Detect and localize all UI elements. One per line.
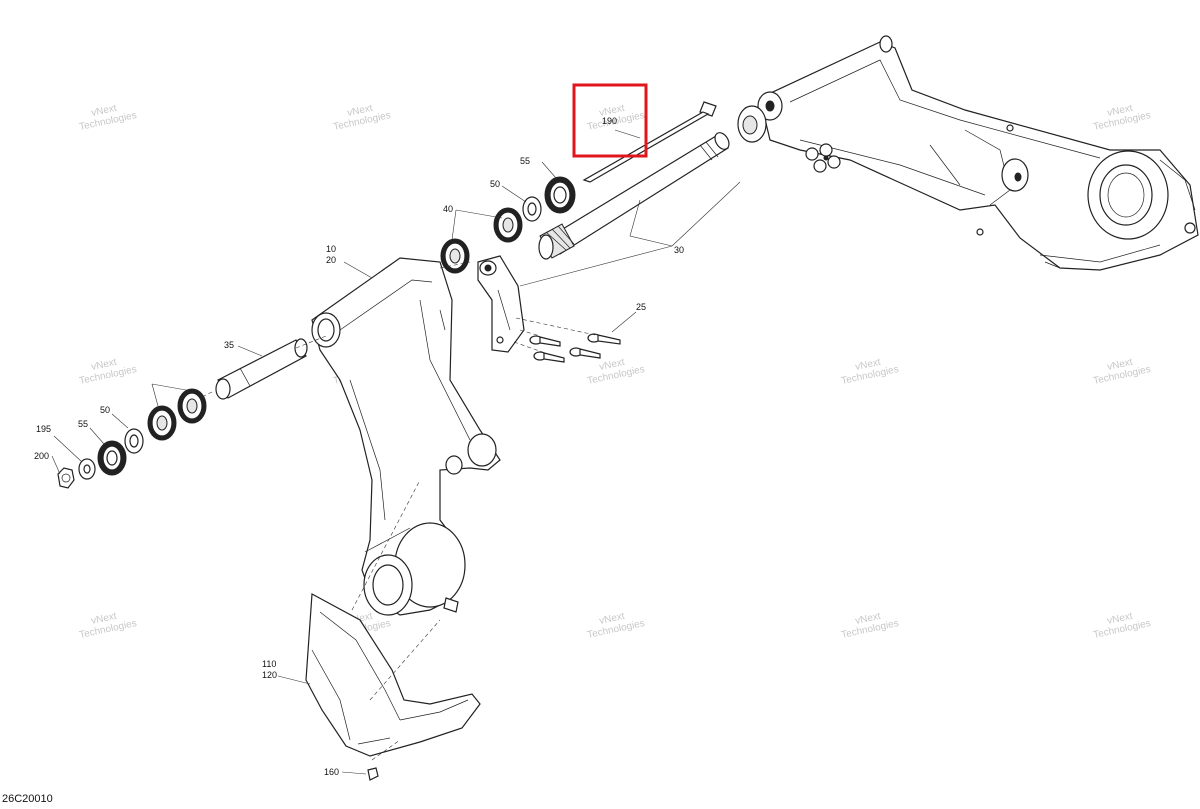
callout-35[interactable]: 35 bbox=[224, 340, 234, 350]
seal-55-upper[interactable] bbox=[544, 176, 576, 214]
watermark: vNext Technologies bbox=[332, 103, 391, 133]
callout-labels: 10 20 25 30 35 40 50 50 55 55 110 120 16… bbox=[34, 116, 684, 777]
svg-text:vNext: vNext bbox=[598, 611, 626, 627]
svg-text:vNext: vNext bbox=[1106, 103, 1134, 119]
screw-160[interactable] bbox=[367, 767, 379, 781]
callout-55-upper[interactable]: 55 bbox=[520, 156, 530, 166]
link-bracket[interactable] bbox=[477, 255, 525, 353]
diagram-code: 26C20010 bbox=[2, 793, 53, 805]
watermark: vNext Technologies bbox=[78, 611, 137, 641]
washer-50-lower[interactable] bbox=[124, 428, 144, 454]
callout-20[interactable]: 20 bbox=[326, 255, 336, 265]
svg-text:vNext: vNext bbox=[90, 103, 118, 119]
watermark: vNext Technologies bbox=[1092, 103, 1151, 133]
washer-195[interactable] bbox=[78, 458, 96, 480]
watermark: vNext Technologies bbox=[1092, 357, 1151, 387]
guard-110-120[interactable] bbox=[305, 593, 481, 757]
callout-200[interactable]: 200 bbox=[34, 451, 49, 461]
callout-10[interactable]: 10 bbox=[326, 244, 336, 254]
callout-50-lower[interactable]: 50 bbox=[100, 405, 110, 415]
shaft-35[interactable] bbox=[215, 338, 308, 400]
watermark: vNext Technologies bbox=[840, 357, 899, 387]
svg-text:vNext: vNext bbox=[598, 103, 626, 119]
svg-text:vNext: vNext bbox=[90, 357, 118, 373]
callout-25[interactable]: 25 bbox=[636, 302, 646, 312]
svg-text:vNext: vNext bbox=[598, 357, 626, 373]
callout-160[interactable]: 160 bbox=[324, 767, 339, 777]
seal-55-lower[interactable] bbox=[97, 440, 127, 476]
callout-120[interactable]: 120 bbox=[262, 670, 277, 680]
highlight-box bbox=[572, 83, 648, 158]
watermark: vNext Technologies bbox=[840, 611, 899, 641]
bearing-40-b[interactable] bbox=[440, 238, 470, 274]
assembled-trailing-arm[interactable] bbox=[737, 35, 1199, 271]
callout-195[interactable]: 195 bbox=[36, 424, 51, 434]
splined-shaft-30[interactable] bbox=[538, 130, 732, 260]
bolts-25[interactable] bbox=[529, 333, 621, 363]
svg-text:vNext: vNext bbox=[854, 357, 882, 373]
watermark: vNext Technologies bbox=[78, 357, 137, 387]
watermark: vNext Technologies bbox=[1092, 611, 1151, 641]
callout-30[interactable]: 30 bbox=[674, 245, 684, 255]
svg-text:vNext: vNext bbox=[346, 103, 374, 119]
bearing-40-a[interactable] bbox=[493, 207, 523, 243]
callout-40[interactable]: 40 bbox=[443, 204, 453, 214]
callout-110[interactable]: 110 bbox=[262, 659, 276, 669]
swing-arm-10-20[interactable] bbox=[311, 257, 501, 616]
callout-55-lower[interactable]: 55 bbox=[78, 419, 88, 429]
svg-text:vNext: vNext bbox=[1106, 357, 1134, 373]
svg-text:vNext: vNext bbox=[90, 611, 118, 627]
watermark: vNext Technologies bbox=[586, 357, 645, 387]
watermark: vNext Technologies bbox=[586, 611, 645, 641]
svg-text:vNext: vNext bbox=[1106, 611, 1134, 627]
assembly-lines bbox=[199, 261, 601, 761]
callout-190[interactable]: 190 bbox=[602, 116, 617, 126]
nut-200[interactable] bbox=[57, 467, 75, 489]
watermark: vNext Technologies bbox=[78, 103, 137, 133]
washer-50-upper[interactable] bbox=[522, 196, 542, 222]
svg-text:vNext: vNext bbox=[854, 611, 882, 627]
bearing-40-c[interactable] bbox=[177, 388, 207, 424]
leader-lines bbox=[51, 129, 741, 775]
bearing-40-d[interactable] bbox=[147, 405, 177, 441]
callout-50-upper[interactable]: 50 bbox=[490, 179, 500, 189]
